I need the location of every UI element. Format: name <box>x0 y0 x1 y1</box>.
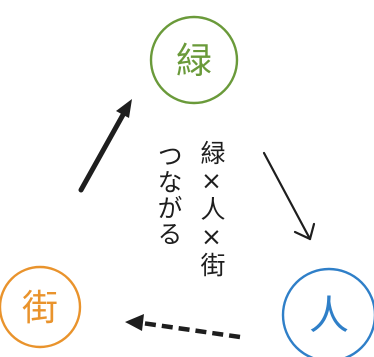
node-green-circle <box>149 15 239 105</box>
caption-green-people-town: 緑×人×街 <box>197 140 226 278</box>
arrow-town-to-green-head <box>116 99 132 118</box>
node-green: 緑 <box>149 15 239 105</box>
arrow-person-to-town <box>125 314 241 340</box>
arrow-green-to-person-head <box>293 222 316 241</box>
node-person: 人 <box>281 267 374 357</box>
arrow-green-to-person-shaft <box>262 151 312 241</box>
arrow-person-to-town-shaft <box>141 320 241 340</box>
node-town-label: 街 <box>22 288 58 329</box>
arrow-green-to-person <box>262 151 316 241</box>
node-town: 街 <box>0 265 82 349</box>
node-town-circle <box>0 265 82 349</box>
arrow-person-to-town-head <box>125 314 144 331</box>
arrow-town-to-green <box>78 99 132 193</box>
node-person-circle <box>281 267 374 357</box>
node-green-label: 緑 <box>176 41 212 82</box>
arrow-town-to-green-shaft <box>78 110 127 193</box>
node-person-label: 人 <box>309 293 349 339</box>
caption-connect: つながる <box>154 143 183 247</box>
